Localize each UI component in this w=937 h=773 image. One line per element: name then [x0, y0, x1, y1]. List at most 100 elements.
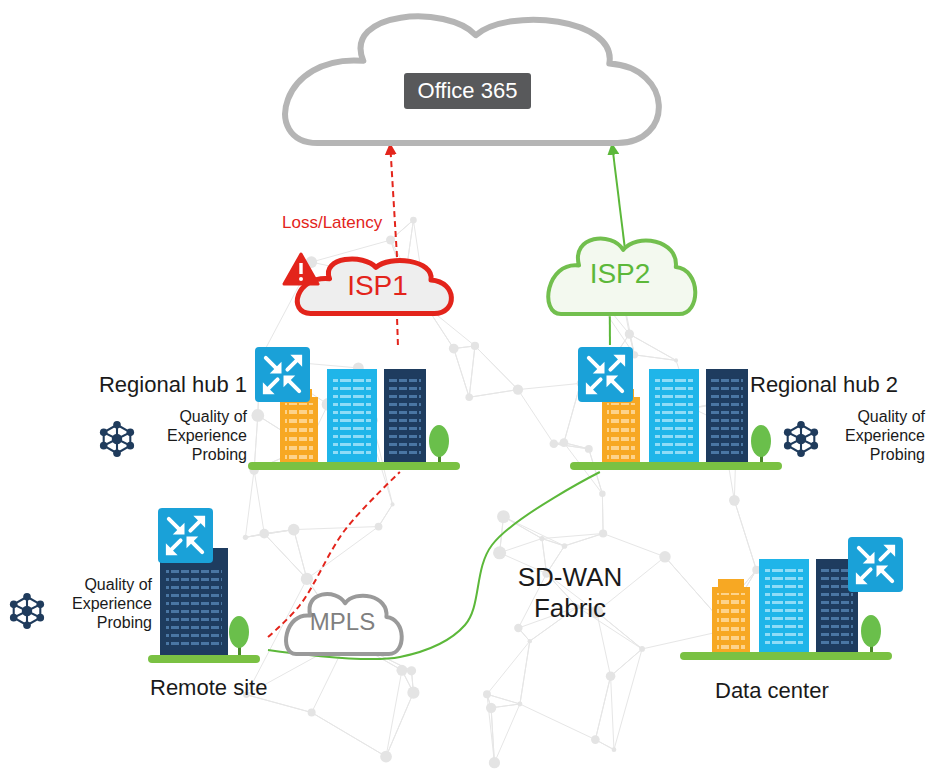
mesh-dot	[591, 735, 600, 744]
mesh-line	[665, 557, 718, 617]
mesh-line	[487, 694, 520, 704]
probe-label: Quality of Experience Probing	[55, 575, 152, 633]
mesh-line	[589, 449, 603, 494]
mesh-line	[386, 693, 413, 757]
mesh-line	[589, 449, 603, 494]
mesh-line	[634, 355, 676, 361]
mesh-dot	[559, 438, 568, 447]
mesh-line	[294, 530, 307, 579]
mesh-line	[518, 390, 554, 444]
mesh-line	[629, 334, 676, 360]
mesh-line	[312, 713, 386, 757]
mesh-dot	[375, 523, 383, 531]
mesh-dot	[486, 703, 496, 713]
site-name: Data center	[715, 678, 905, 704]
tree	[229, 616, 249, 648]
mesh-dot	[729, 495, 740, 506]
qoe-probe-icon	[784, 421, 818, 457]
mesh-line	[454, 349, 469, 398]
transport-label: MPLS	[275, 608, 410, 637]
mesh-line	[603, 534, 665, 557]
mesh-line	[614, 649, 642, 750]
mesh-line	[503, 517, 564, 546]
mesh-dot	[391, 502, 395, 506]
cloud: Office 365	[255, 0, 680, 150]
mesh-line	[254, 415, 258, 470]
mesh-line	[595, 676, 610, 739]
mesh-dot	[308, 709, 316, 717]
connector	[609, 316, 611, 345]
qoe-probe-icon	[100, 421, 134, 457]
mesh-dot	[407, 666, 416, 675]
mesh-dot	[243, 535, 248, 540]
connector	[396, 317, 399, 345]
router-icon	[578, 347, 633, 402]
mesh-line	[254, 470, 264, 534]
mesh-line	[379, 504, 393, 526]
mesh-dot	[489, 757, 500, 768]
mesh-dot	[513, 384, 523, 394]
mesh-line	[629, 334, 676, 360]
mesh-line	[487, 641, 530, 694]
mesh-line	[294, 527, 379, 530]
cloud-title: Office 365	[404, 73, 532, 109]
mesh-dot	[497, 510, 510, 523]
mesh-line	[245, 470, 254, 537]
router-icon	[255, 347, 310, 402]
warning-icon	[284, 254, 318, 284]
mesh-dot	[625, 329, 634, 338]
connector	[390, 144, 397, 257]
building-windows	[166, 566, 222, 650]
mesh-line	[554, 444, 589, 449]
mesh-line	[518, 383, 581, 389]
mesh-line	[602, 494, 604, 534]
mesh-line	[595, 676, 610, 739]
mesh-dot	[483, 690, 491, 698]
mesh-line	[520, 641, 530, 704]
mesh-dot	[407, 687, 419, 699]
mesh-dot	[380, 751, 392, 763]
mesh-dot	[606, 671, 616, 681]
mesh-dot	[612, 747, 617, 752]
fabric-label: SD-WAN Fabric	[505, 562, 635, 624]
mesh-dot	[465, 394, 473, 402]
mesh-line	[307, 527, 379, 579]
mesh-dot	[585, 445, 593, 453]
mesh-line	[454, 349, 469, 398]
cloud-shape	[285, 16, 659, 143]
isp-label: ISP2	[535, 257, 705, 291]
mesh-line	[734, 500, 756, 570]
remote-building	[148, 548, 260, 663]
mesh-dot	[251, 409, 264, 422]
mesh-dot	[288, 524, 300, 536]
mesh-line	[611, 649, 643, 676]
site-datacenter: Data center	[675, 535, 915, 700]
mesh-line	[469, 390, 518, 398]
warning-mark	[299, 263, 302, 274]
mesh-dot	[674, 358, 678, 362]
mesh-dot	[514, 624, 522, 632]
mesh-dot	[396, 665, 407, 676]
building	[160, 548, 228, 656]
mesh-dot	[259, 529, 269, 539]
router-icon	[848, 537, 903, 592]
mesh-dot	[449, 344, 459, 354]
mesh-line	[634, 355, 676, 361]
mesh-dot	[599, 491, 605, 497]
site-remote: Quality of Experience ProbingRemote site	[5, 505, 268, 700]
issue-label: Loss/Latency	[282, 213, 392, 233]
mesh-line	[475, 346, 518, 390]
mesh-line	[611, 676, 614, 749]
mesh-line	[469, 346, 475, 397]
mesh-line	[245, 530, 293, 538]
mpls-cloud: MPLS	[275, 585, 410, 660]
ground	[148, 655, 260, 663]
mesh-dot	[528, 639, 532, 643]
mesh-dot	[539, 536, 544, 541]
mesh-dot	[659, 551, 670, 562]
mesh-dot	[410, 217, 417, 224]
mesh-dot	[599, 529, 607, 537]
site-name: Regional hub 2	[750, 372, 925, 398]
mesh-line	[734, 500, 756, 570]
mesh-dot	[493, 546, 506, 559]
